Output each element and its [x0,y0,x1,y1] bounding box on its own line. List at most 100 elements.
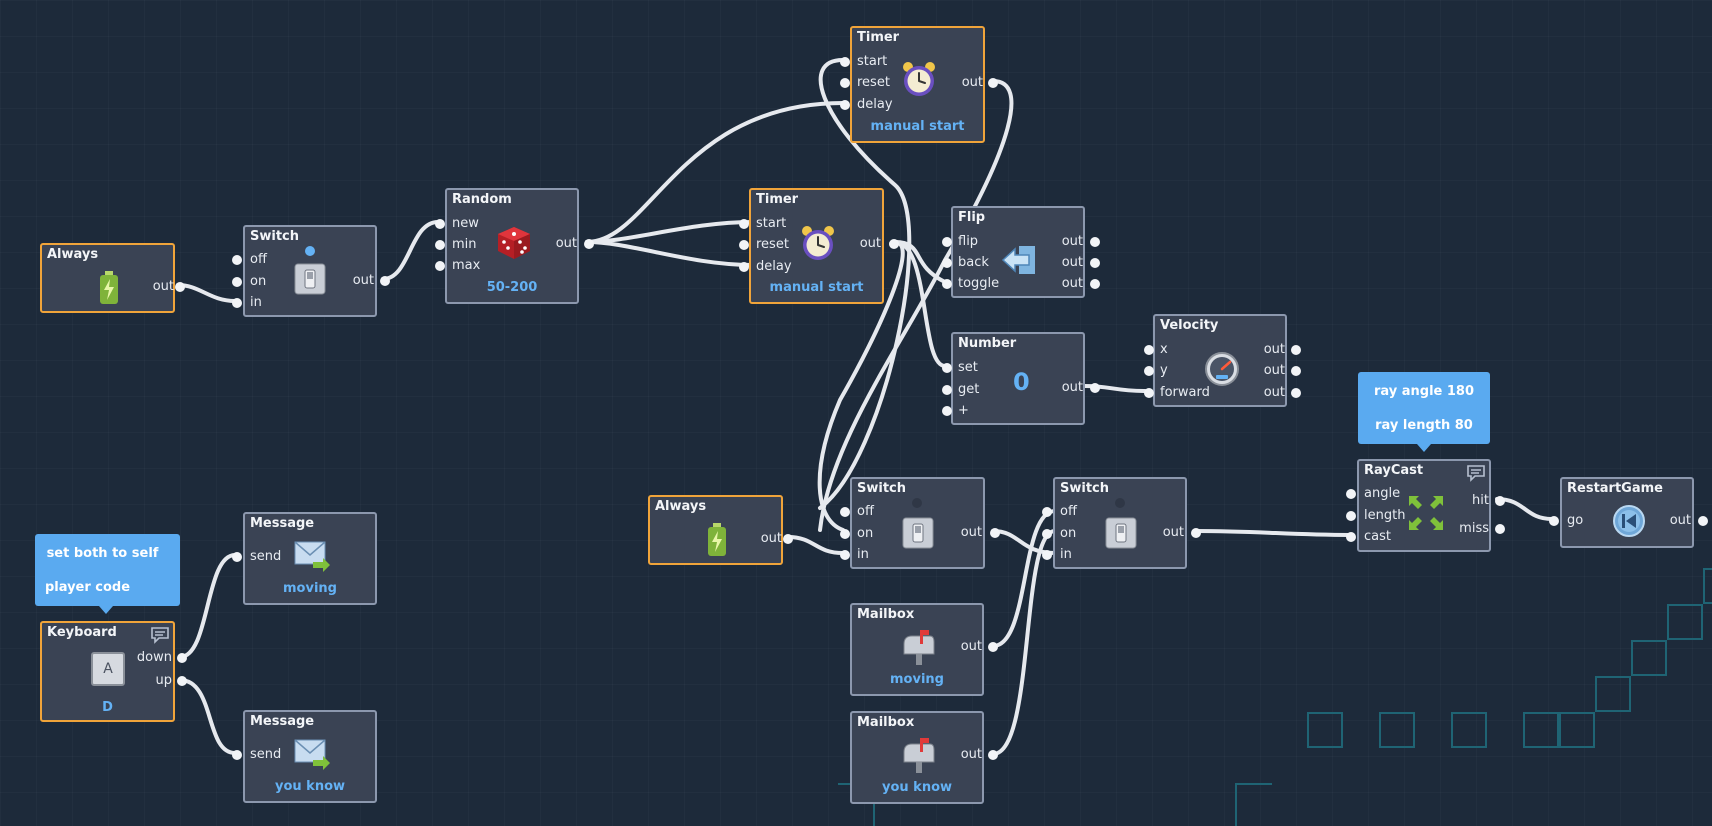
input-pin-on[interactable] [840,529,850,539]
input-pin-min[interactable] [435,240,445,250]
input-pin-start[interactable] [840,57,850,67]
wire [178,553,237,659]
input-pin-off[interactable] [1042,507,1052,517]
switch-node-2[interactable]: Switch off on in out [840,477,1000,569]
input-pin-forward[interactable] [1144,388,1154,398]
number-node[interactable]: Number set get + 0 out [942,332,1100,425]
input-pin-start[interactable] [739,219,749,229]
rewind-icon [1613,505,1645,537]
pin-label-reset: reset [756,237,789,252]
raycast-node[interactable]: RayCast angle length cast hit miss [1346,459,1505,552]
comment-bubble[interactable]: ray angle 180 ray length 80 [1358,372,1490,452]
input-pin-get[interactable] [942,385,952,395]
input-pin-delay[interactable] [739,262,749,272]
output-pin-1[interactable] [1090,237,1100,247]
wire [1495,497,1554,521]
output-pin-2[interactable] [1291,366,1301,376]
input-pin-on[interactable] [1042,529,1052,539]
wire [1193,529,1352,537]
output-pin-2[interactable] [1090,258,1100,268]
input-pin-send[interactable] [232,750,242,760]
input-pin-on[interactable] [232,277,242,287]
output-pin[interactable] [380,276,390,286]
output-pin[interactable] [990,528,1000,538]
pin-label-out: out [960,639,982,654]
flip-node[interactable]: Flip flip back toggle out out out [942,206,1100,298]
key-binding: D [102,700,113,715]
status-led [1115,498,1125,508]
pin-label-toggle: toggle [958,276,1000,291]
switch-node-3[interactable]: Switch off on in out [1042,477,1201,569]
input-pin-reset[interactable] [739,240,749,250]
input-pin-send[interactable] [232,552,242,562]
output-pin-3[interactable] [1291,388,1301,398]
input-pin-reset[interactable] [840,78,850,88]
input-pin-x[interactable] [1144,345,1154,355]
pin-label-out: out [555,236,577,251]
output-pin-miss[interactable] [1495,524,1505,534]
input-pin-new[interactable] [435,219,445,229]
envelope-icon [294,541,330,572]
switch-node[interactable]: Switch off on in out [232,225,390,317]
output-pin[interactable] [1191,528,1201,538]
output-pin[interactable] [988,78,998,88]
output-pin-3[interactable] [1090,279,1100,289]
input-pin-in[interactable] [840,550,850,560]
input-pin-set[interactable] [942,363,952,373]
comment-icon[interactable] [1466,464,1486,482]
input-pin-in[interactable] [1042,550,1052,560]
comment-bubble[interactable]: set both to self player code [35,534,180,614]
message-node[interactable]: Message send moving [232,512,377,605]
mailbox-channel: you know [881,780,953,795]
random-node[interactable]: Random new min max 50-200 out [435,188,594,304]
timer-node-top[interactable]: Timer start reset delay manual start out [840,26,998,143]
input-pin-max[interactable] [435,261,445,271]
always-node[interactable]: Always out [40,243,185,313]
message-node-2[interactable]: Message send you know [232,710,377,803]
timer-node[interactable]: Timer start reset delay manual start out [739,188,899,304]
input-pin-off[interactable] [232,255,242,265]
pin-label-hit: hit [1472,493,1489,508]
comment-icon[interactable] [150,626,170,644]
mailbox-node-2[interactable]: Mailbox you know out [850,711,998,804]
wire [176,283,237,303]
output-pin[interactable] [889,239,899,249]
output-pin[interactable] [988,750,998,760]
output-pin-hit[interactable] [1495,496,1505,506]
input-pin-angle[interactable] [1346,489,1356,499]
pin-label-set: set [958,360,978,375]
output-pin[interactable] [988,642,998,652]
pin-label-down: down [136,650,172,665]
node-title: Switch [1060,481,1110,496]
keyboard-node[interactable]: Keyboard A D down up [40,621,187,722]
node-title: Mailbox [857,607,915,622]
input-pin-flip[interactable] [942,237,952,247]
input-pin-back[interactable] [942,258,952,268]
output-pin-1[interactable] [1291,345,1301,355]
output-pin[interactable] [175,282,185,292]
output-pin[interactable] [584,239,594,249]
mailbox-node[interactable]: Mailbox moving out [850,603,998,696]
output-pin-up[interactable] [177,676,187,686]
node-title: RestartGame [1567,481,1663,496]
always-node-2[interactable]: Always out [648,495,793,565]
output-pin[interactable] [1698,516,1708,526]
input-pin-delay[interactable] [840,100,850,110]
input-pin-y[interactable] [1144,366,1154,376]
output-pin-down[interactable] [177,653,187,663]
input-pin-in[interactable] [232,298,242,308]
output-pin[interactable] [1090,383,1100,393]
input-pin-go[interactable] [1549,516,1559,526]
input-pin-length[interactable] [1346,511,1356,521]
pin-label-cast: cast [1364,529,1391,544]
input-pin-off[interactable] [840,507,850,517]
velocity-node[interactable]: Velocity x y forward out out out [1144,314,1301,407]
output-pin[interactable] [783,534,793,544]
input-pin-add[interactable] [942,406,952,416]
pin-label-out: out [1162,525,1184,540]
input-pin-toggle[interactable] [942,279,952,289]
restart-game-node[interactable]: RestartGame go out [1549,477,1708,548]
node-title: Mailbox [857,715,915,730]
input-pin-cast[interactable] [1346,532,1356,542]
pin-label-angle: angle [1364,486,1401,501]
